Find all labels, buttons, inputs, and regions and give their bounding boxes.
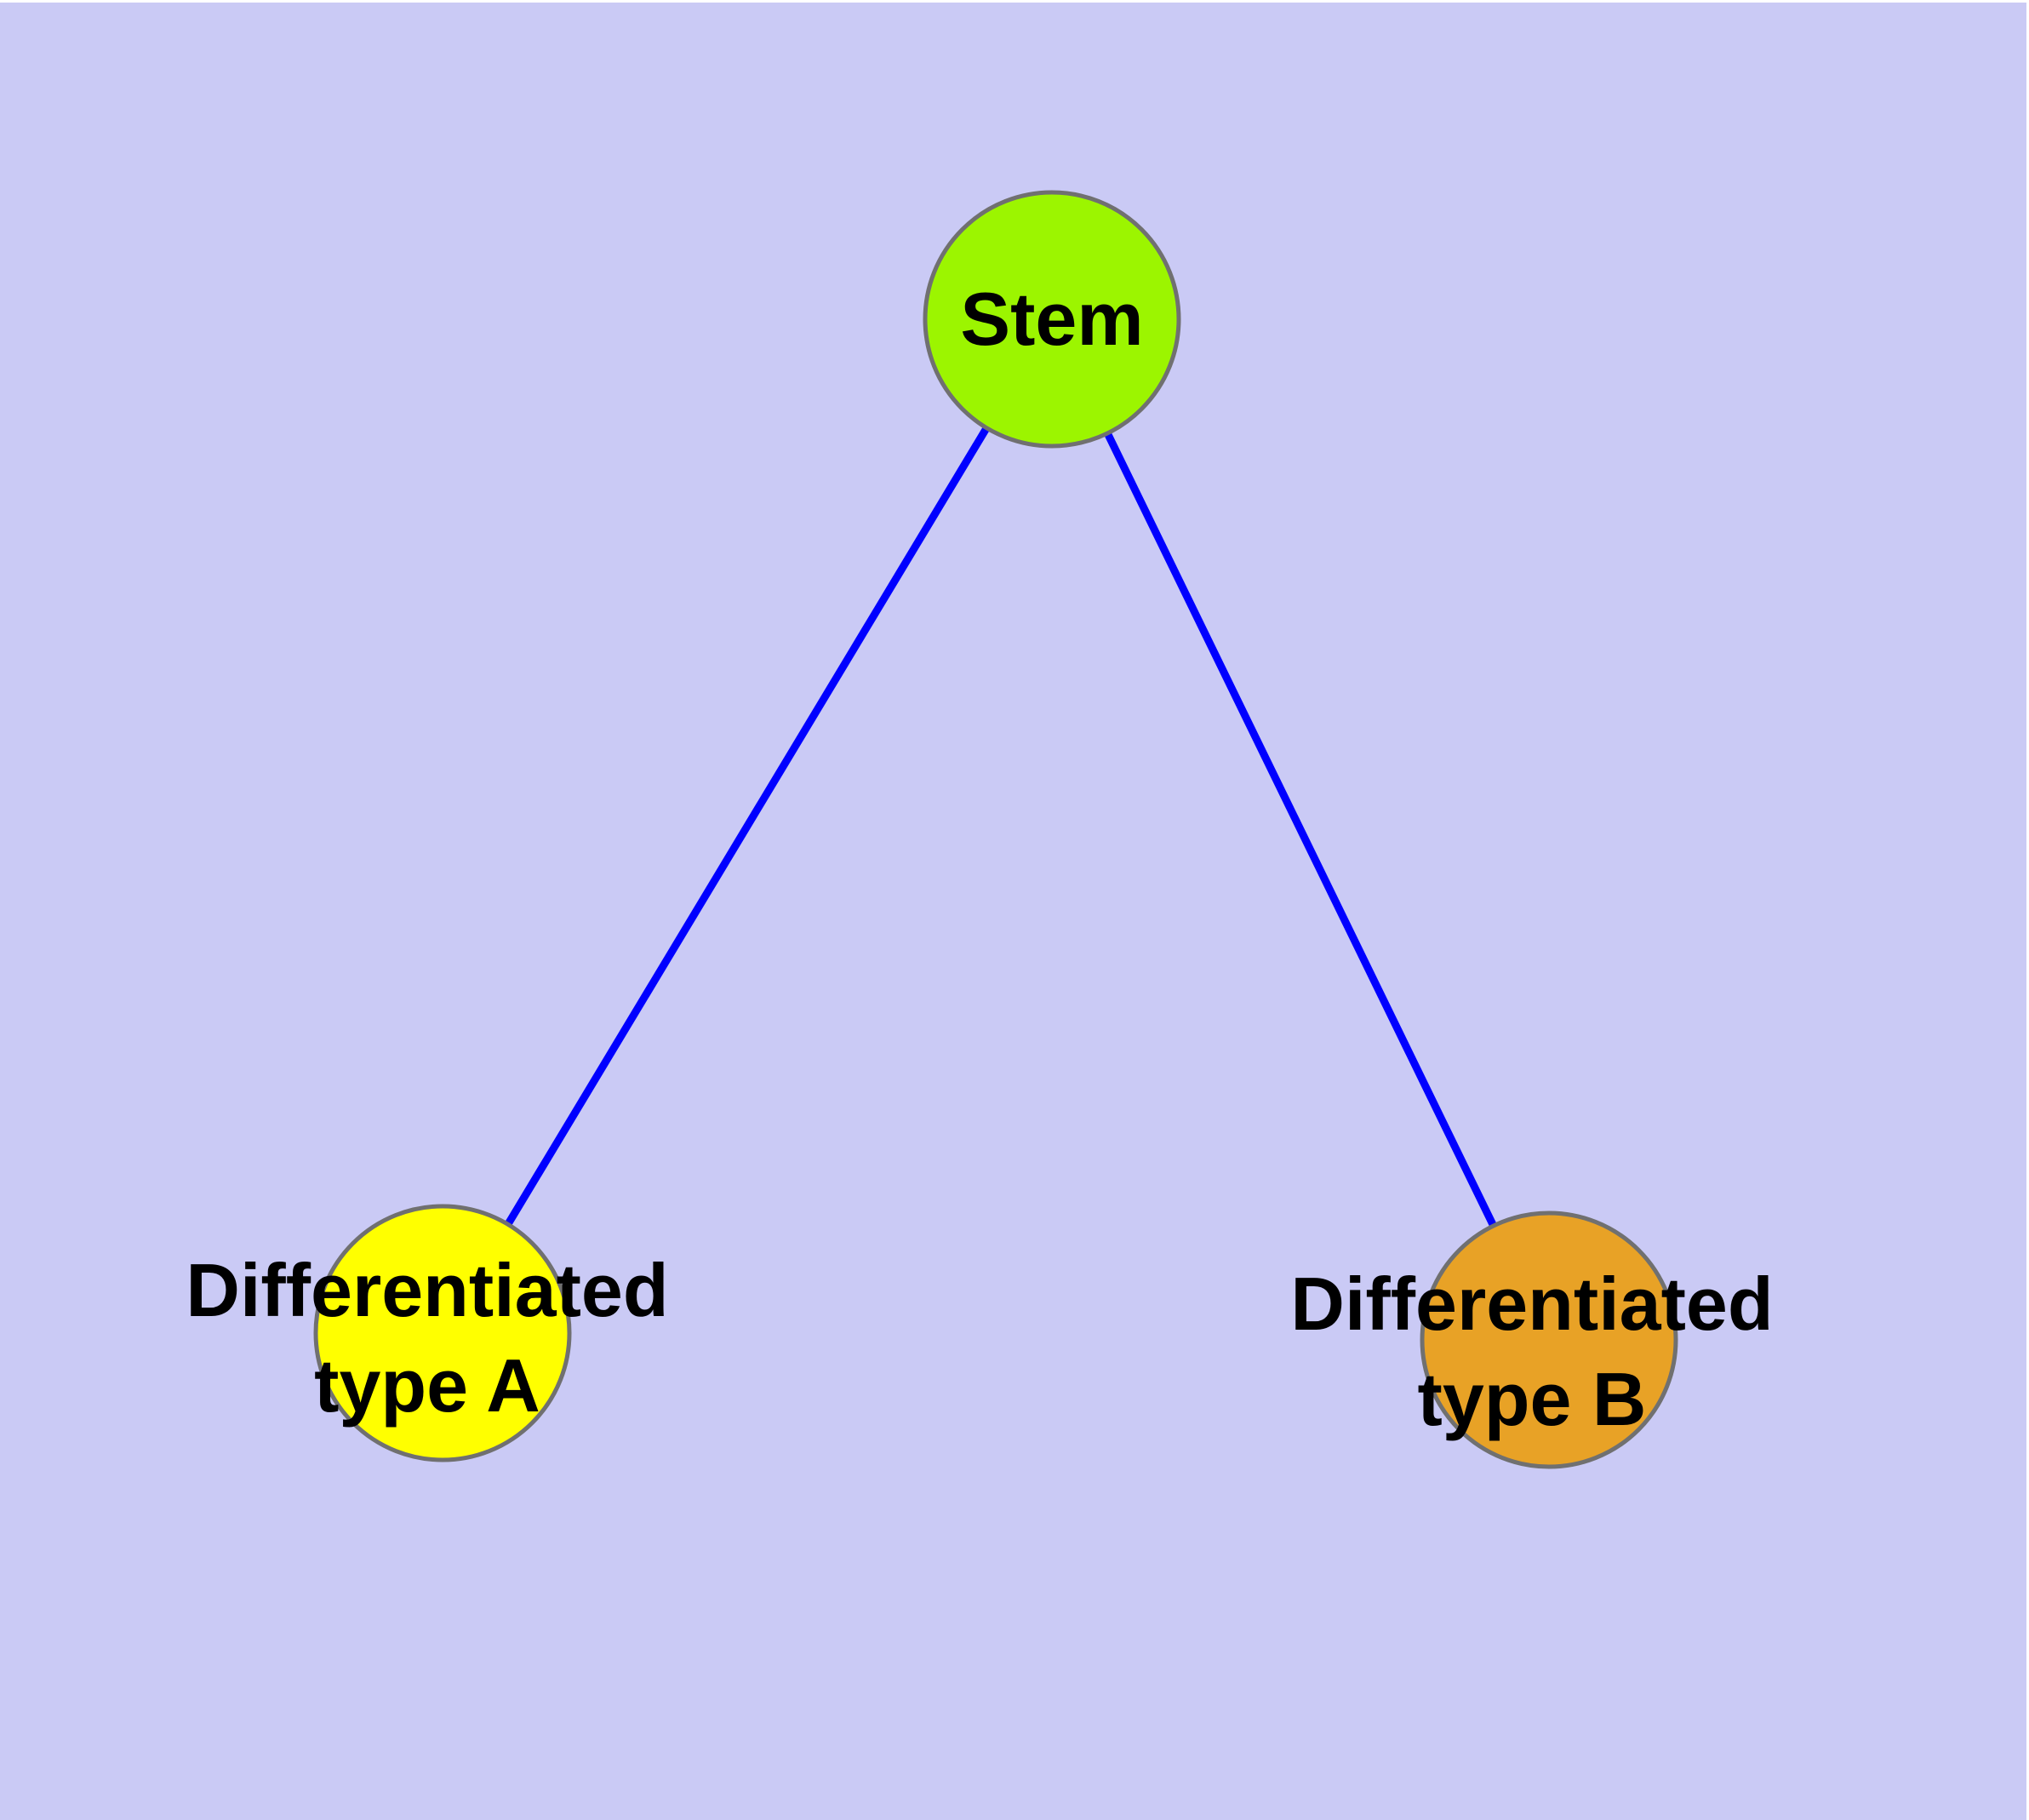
node-differentiated-type-a [313,1204,572,1462]
edge-stem-to-type-a [439,317,1055,1336]
node-differentiated-type-b [1420,1210,1678,1469]
node-stem [923,190,1181,449]
edge-stem-to-type-b [1048,318,1553,1342]
